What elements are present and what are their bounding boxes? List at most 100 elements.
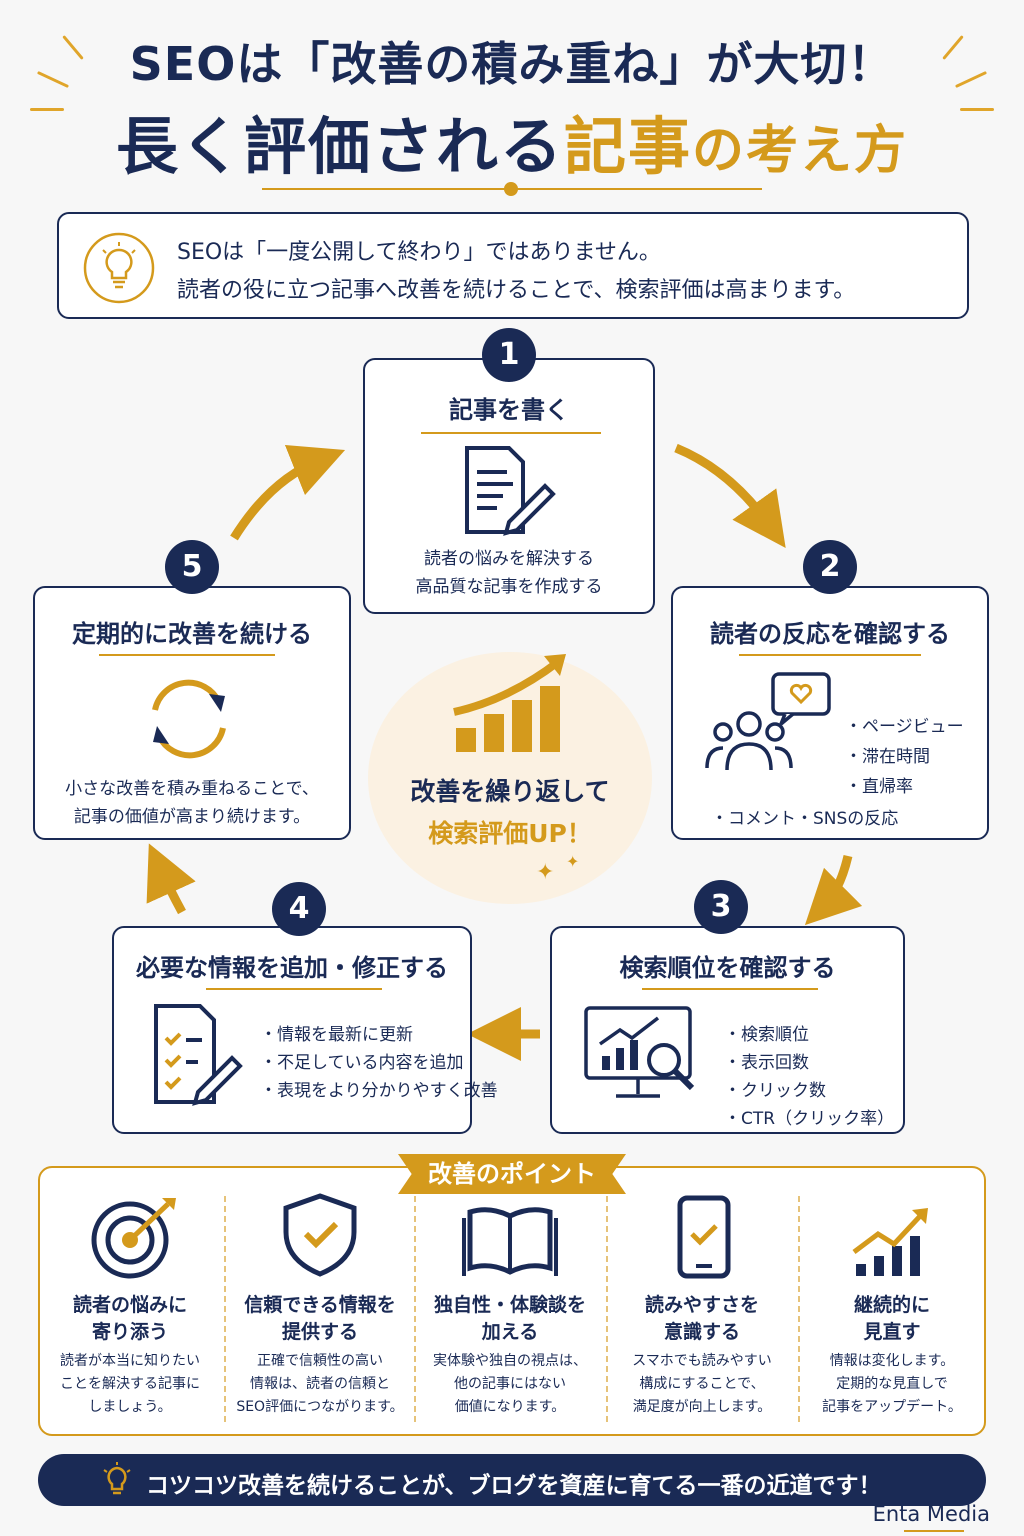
- step-2-bullet-3: ・直帰率: [845, 777, 913, 797]
- title-gold-part: 記事: [563, 110, 692, 183]
- point-2-desc: 正確で信頼性の高い情報は、読者の信頼と SEO評価につながります。: [226, 1350, 414, 1419]
- step-5-card: 定期的に改善を続ける 小さな改善を積み重ねることで、 記事の価値が高まり続けます…: [33, 586, 351, 840]
- step-1-text-2: 高品質な記事を作成する: [415, 577, 603, 597]
- points-divider: [798, 1196, 800, 1422]
- refresh-cycle-icon: [152, 679, 226, 759]
- lightbulb-icon: [83, 232, 155, 304]
- point-4-desc-line: 満足度が向上します。: [632, 1399, 772, 1415]
- step-2-title: 読者の反応を確認する: [710, 620, 950, 648]
- arrow-2-to-3: [804, 854, 863, 926]
- step-5-underline: [99, 654, 275, 656]
- title-navy-part: 長く評価される: [115, 110, 564, 183]
- step-3-bullet-4: ・CTR（クリック率）: [724, 1109, 895, 1129]
- lightbulb-icon: [103, 1462, 131, 1495]
- title-line-1: SEOは「改善の積み重ね」が大切！: [129, 37, 895, 91]
- center-line-1: 改善を繰り返して: [410, 777, 610, 806]
- point-1-desc-line: ことを解決する記事に: [60, 1376, 200, 1392]
- point-2-title-line-1: 信頼できる情報を: [244, 1294, 396, 1316]
- points-divider: [606, 1196, 608, 1422]
- sparkle-icon: ✦: [536, 860, 555, 885]
- intro-line-1: SEOは「一度公開して終わり」ではありません。: [177, 240, 661, 265]
- point-3-desc-line: 価値になります。: [454, 1399, 566, 1415]
- point-3-desc-line: 実体験や独自の視点は、: [433, 1353, 587, 1369]
- smartphone-check-icon: [677, 1195, 731, 1279]
- points-heading: 改善のポイント: [398, 1154, 626, 1194]
- point-5-title-line-2: 見直す: [863, 1321, 921, 1343]
- point-3-desc: 実体験や独自の視点は、他の記事にはない価値になります。: [416, 1350, 604, 1419]
- step-1-title: 記事を書く: [449, 396, 569, 424]
- point-3-desc-line: 他の記事にはない: [454, 1376, 566, 1392]
- point-5-desc-line: 情報は変化します。: [829, 1353, 955, 1369]
- step-3-title: 検索順位を確認する: [619, 954, 836, 982]
- point-3-title-line-2: 加える: [481, 1321, 539, 1343]
- step-1-underline: [421, 432, 601, 434]
- monitor-search-icon: [584, 1006, 695, 1098]
- document-pen-icon: [465, 446, 556, 536]
- shield-check-icon: [283, 1193, 357, 1277]
- step-5-title: 定期的に改善を続ける: [72, 620, 312, 648]
- point-5-desc-line: 記事をアップデート。: [822, 1399, 962, 1415]
- points-divider: [414, 1196, 416, 1422]
- point-4-title: 読みやすさを意識する: [608, 1292, 796, 1346]
- step-3-bullet-2: ・表示回数: [724, 1053, 809, 1073]
- step-2-bullet-2: ・滞在時間: [845, 747, 930, 767]
- arrow-1-to-2: [674, 443, 786, 548]
- point-1-title-line-1: 読者の悩みに: [72, 1294, 187, 1316]
- point-1-desc: 読者が本当に知りたいことを解決する記事にしましょう。: [36, 1350, 224, 1419]
- brand-underline: [904, 1530, 964, 1532]
- point-3-title-line-1: 独自性・体験談を: [433, 1294, 586, 1316]
- point-5-desc-line: 定期的な見直しで: [836, 1376, 948, 1392]
- step-3-card: 検索順位を確認する ・検索順位 ・表示回数 ・クリック数 ・CTR（クリック率）: [550, 926, 905, 1134]
- point-1-desc-line: しましょう。: [88, 1399, 172, 1415]
- point-2-title: 信頼できる情報を提供する: [226, 1292, 414, 1346]
- step-3-bullet-1: ・検索順位: [724, 1025, 809, 1045]
- intro-box: SEOは「一度公開して終わり」ではありません。 読者の役に立つ記事へ改善を続ける…: [57, 212, 969, 319]
- point-2-desc-line: SEO評価につながります。: [236, 1399, 404, 1415]
- footer-bar: コツコツ改善を続けることが、ブログを資産に育てる一番の近道です！: [38, 1454, 986, 1506]
- arrow-5-to-1: [230, 444, 346, 541]
- point-2-title-line-2: 提供する: [281, 1321, 358, 1343]
- step-2-card: 読者の反応を確認する ・ページビュー ・滞在時間 ・直帰率 ・コメント・SNSの…: [671, 586, 989, 840]
- step-4-bullet-1: ・情報を最新に更新: [260, 1025, 413, 1045]
- point-1-desc-line: 読者が本当に知りたい: [60, 1353, 200, 1369]
- title-ray: [960, 108, 994, 111]
- title-line-2: 長く評価される記事の考え方: [0, 96, 1024, 186]
- target-icon: [91, 1198, 176, 1279]
- book-icon: [462, 1207, 558, 1276]
- cycle-arrows: [146, 443, 863, 1061]
- growth-chart-icon: [852, 1208, 928, 1276]
- point-2-desc-line: 正確で信頼性の高い: [257, 1353, 383, 1369]
- point-5-title: 継続的に見直す: [798, 1292, 986, 1346]
- point-4-title-line-1: 読みやすさを: [644, 1294, 759, 1316]
- points-panel: [38, 1166, 986, 1436]
- arrow-4-to-5: [146, 843, 196, 915]
- step-4-bullet-2: ・不足している内容を追加: [260, 1053, 464, 1073]
- footer-text: コツコツ改善を続けることが、ブログを資産に育てる一番の近道です！: [146, 1473, 882, 1499]
- intro-line-2: 読者の役に立つ記事へ改善を続けることで、検索評価は高まります。: [177, 278, 856, 303]
- point-2-desc-line: 情報は、読者の信頼と: [250, 1376, 390, 1392]
- step-5-badge: 5: [165, 540, 219, 594]
- brand-logo: Enta Media: [872, 1502, 990, 1526]
- step-1-card: 記事を書く 読者の悩みを解決する 高品質な記事を作成する: [363, 358, 655, 614]
- step-2-extra: ・コメント・SNSの反応: [711, 809, 899, 829]
- users-feedback-icon: [705, 672, 831, 771]
- title-gold-small-part: の考え方: [692, 121, 909, 181]
- step-1-badge: 1: [482, 328, 536, 382]
- step-4-card: 必要な情報を追加・修正する ・情報を最新に更新 ・不足している内容を追加 ・表現…: [112, 926, 498, 1134]
- point-5-desc: 情報は変化します。定期的な見直しで記事をアップデート。: [798, 1350, 986, 1419]
- points-divider: [224, 1196, 226, 1422]
- step-4-underline: [206, 988, 382, 990]
- point-4-desc: スマホでも読みやすい構成にすることで、満足度が向上します。: [608, 1350, 796, 1419]
- point-1-title: 読者の悩みに寄り添う: [36, 1292, 224, 1346]
- step-3-underline: [642, 988, 818, 990]
- sparkle-small-icon: ✦: [566, 852, 580, 871]
- step-5-text-1: 小さな改善を積み重ねることで、: [65, 779, 319, 799]
- point-5-title-line-1: 継続的に: [853, 1294, 930, 1316]
- point-4-title-line-2: 意識する: [663, 1321, 740, 1343]
- rising-bars-icon: [453, 654, 566, 752]
- point-3-title: 独自性・体験談を加える: [416, 1292, 604, 1346]
- step-1-text-1: 読者の悩みを解決する: [424, 549, 594, 569]
- step-4-badge: 4: [272, 882, 326, 936]
- step-2-bullet-1: ・ページビュー: [845, 717, 964, 737]
- step-2-underline: [739, 654, 921, 656]
